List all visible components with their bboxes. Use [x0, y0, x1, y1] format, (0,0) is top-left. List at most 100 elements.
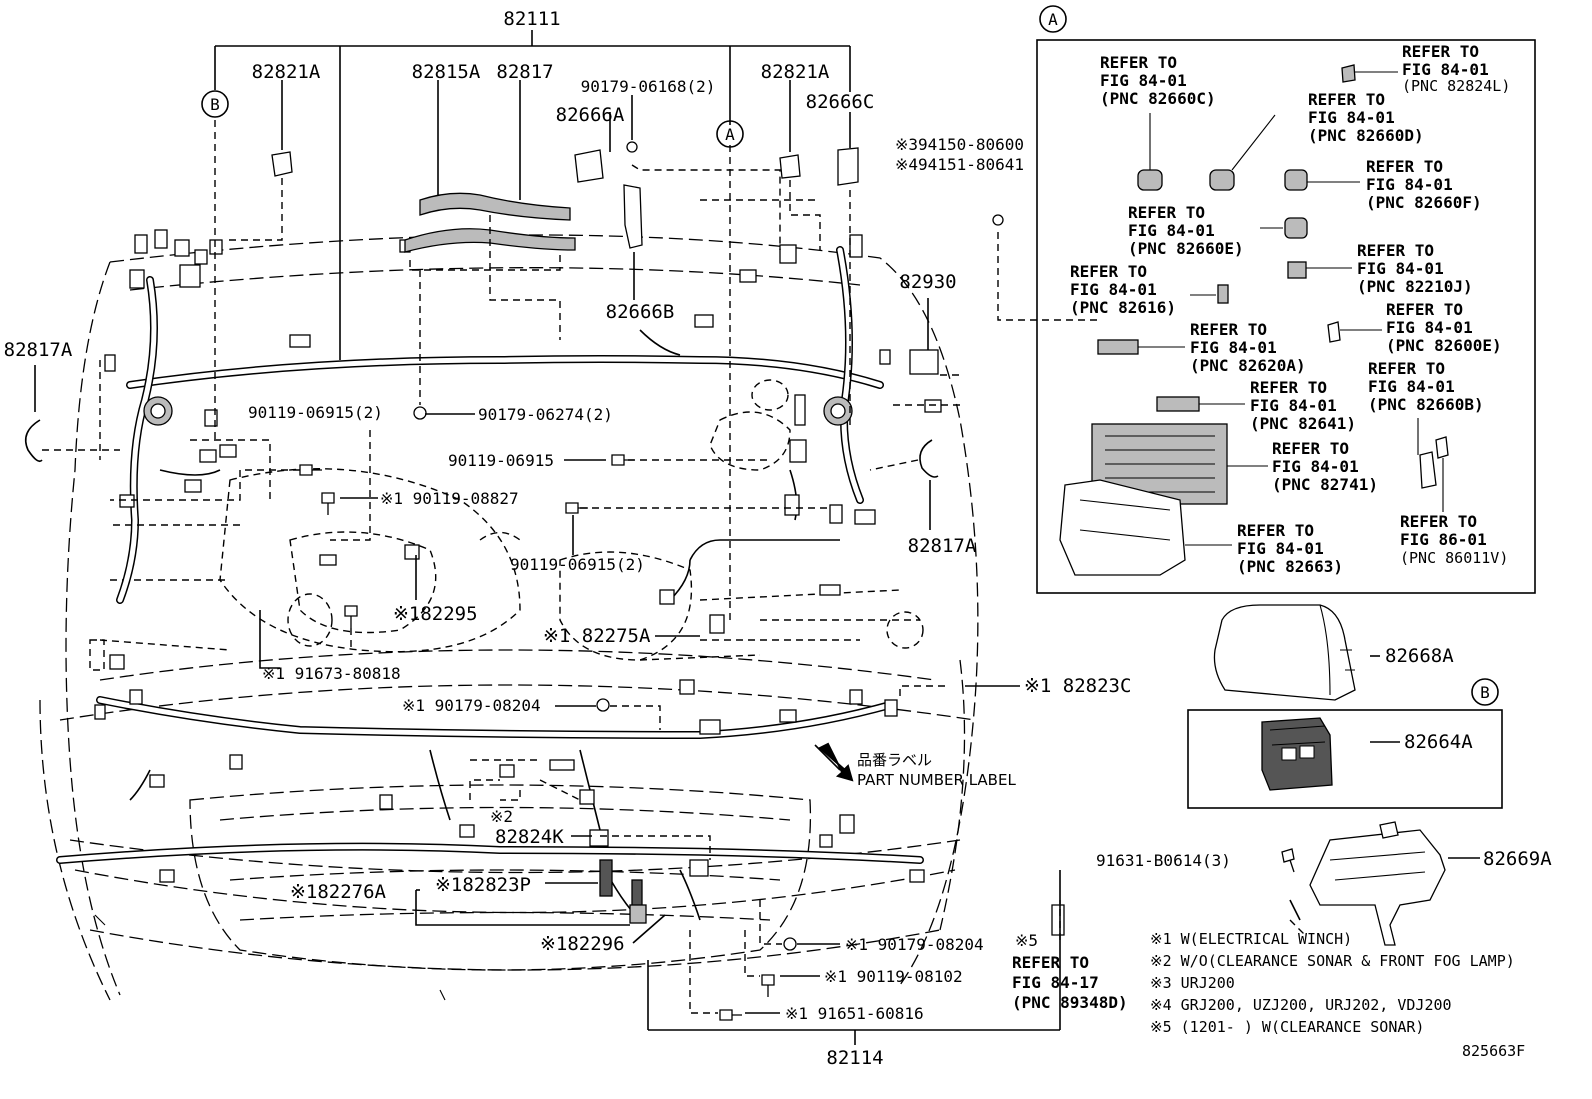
part-91651-60816: ※1 91651-60816 [785, 1004, 924, 1023]
ref-82660E-l1: REFER TO [1128, 203, 1205, 222]
part-82664A: 82664A [1404, 731, 1473, 753]
note-5: ※5 (1201- ) W(CLEARANCE SONAR) [1150, 1018, 1424, 1036]
ref-82824L-l1: REFER TO [1402, 42, 1479, 61]
ref-82741-l3: (PNC 82741) [1272, 475, 1378, 494]
ref-82641-l1: REFER TO [1250, 378, 1327, 397]
detail-b-title: B [1480, 683, 1490, 702]
dashed-leaders [42, 120, 1306, 1014]
ref-82660B-l1: REFER TO [1368, 359, 1445, 378]
detail-a-panel: REFER TO FIG 84-01 (PNC 82660C) REFER TO… [1036, 39, 1536, 594]
ref-86011V-l3: (PNC 86011V) [1400, 549, 1508, 567]
ref-fig84-17-line1: REFER TO [1012, 953, 1089, 972]
note-1: ※1 W(ELECTRICAL WINCH) [1150, 930, 1352, 948]
part-number-label-arrow [818, 742, 854, 782]
part-90119-08102: ※1 90119-08102 [824, 967, 963, 986]
detail-a-ref-labels: REFER TO FIG 84-01 (PNC 82660C) REFER TO… [1070, 42, 1510, 576]
ref-82741-l1: REFER TO [1272, 439, 1349, 458]
part-82666A: 82666A [556, 104, 625, 126]
part-90179-06168: 90179-06168(2) [581, 77, 716, 96]
part-82824K: 82824K [495, 826, 564, 848]
part-82668A: 82668A [1385, 645, 1454, 667]
part-82815A: 82815A [412, 61, 481, 83]
part-91673-80818: ※1 91673-80818 [262, 664, 401, 683]
top-part-labels: 82111 82821A 82815A 82817 90179-06168(2)… [4, 8, 1024, 557]
ref-82663-l2: FIG 84-01 [1237, 539, 1324, 558]
figure-id: 825663F [1462, 1042, 1525, 1060]
bracket-82669A: 91631-B0614(3) 82669A [1096, 821, 1552, 946]
part-90119-08827: ※1 90119-08827 [380, 489, 519, 508]
part-90119-06915-2b: 90119-06915(2) [510, 555, 645, 574]
footnotes: ※1 W(ELECTRICAL WINCH) ※2 W/O(CLEARANCE … [1150, 930, 1525, 1060]
note-5-marker: ※5 [1015, 931, 1038, 950]
part-82823C: ※1 82823C [1024, 675, 1131, 697]
ref-fig84-17-line2: FIG 84-17 [1012, 973, 1099, 992]
part-82821A-right: 82821A [761, 61, 830, 83]
part-82817A-left: 82817A [4, 339, 73, 361]
engine-components [89, 379, 924, 671]
detail-a-callout: A [1039, 5, 1067, 33]
callout-b-circle: B [201, 90, 229, 118]
part-82930: 82930 [899, 271, 956, 293]
ref-82660C-l2: FIG 84-01 [1100, 71, 1187, 90]
ref-82741-l2: FIG 84-01 [1272, 457, 1359, 476]
ref-82663-l3: (PNC 82663) [1237, 557, 1343, 576]
ref-82663-l1: REFER TO [1237, 521, 1314, 540]
connectors [94, 229, 925, 924]
part-82666B: 82666B [606, 301, 675, 323]
bottom-part-labels: 82824K ※182823P ※182276A ※182296 ※1 9017… [290, 826, 1128, 1069]
part-82111: 82111 [503, 8, 560, 30]
ref-82660D-l3: (PNC 82660D) [1308, 126, 1424, 145]
middle-part-labels: 90119-06915(2) 90179-06274(2) 90119-0691… [248, 403, 1131, 826]
part-82823P: ※182823P [435, 874, 531, 896]
ref-82660D-l1: REFER TO [1308, 90, 1385, 109]
note-2-marker: ※2 [490, 807, 513, 826]
part-82817A-right: 82817A [908, 535, 977, 557]
part-82275A: ※1 82275A [543, 625, 651, 647]
main-wire-harness [56, 246, 924, 921]
clip-82817A-shapes [24, 419, 939, 478]
ref-82600E-l3: (PNC 82600E) [1386, 336, 1502, 355]
ref-82641-l3: (PNC 82641) [1250, 414, 1356, 433]
ref-82641-l2: FIG 84-01 [1250, 396, 1337, 415]
part-82114: 82114 [826, 1047, 883, 1069]
ref-82620A-l2: FIG 84-01 [1190, 338, 1277, 357]
ref-82210J-l2: FIG 84-01 [1357, 259, 1444, 278]
ref-82660C-l3: (PNC 82660C) [1100, 89, 1216, 108]
note-3: ※3 URJ200 [1150, 974, 1235, 992]
ref-82210J-l1: REFER TO [1357, 241, 1434, 260]
part-94151-80641: ※494151-80641 [895, 155, 1024, 174]
ref-82600E-l1: REFER TO [1386, 300, 1463, 319]
ref-82660E-l2: FIG 84-01 [1128, 221, 1215, 240]
callout-b-label: B [210, 95, 220, 114]
part-90179-08204-b: ※1 90179-08204 [845, 935, 984, 954]
ref-82824L-l3: (PNC 82824L) [1402, 77, 1510, 95]
ref-82616-l3: (PNC 82616) [1070, 298, 1176, 317]
part-94150-80600: ※394150-80600 [895, 135, 1024, 154]
part-82817: 82817 [496, 61, 553, 83]
part-91631-B0614: 91631-B0614(3) [1096, 851, 1231, 870]
detail-b-callout: B [1471, 678, 1499, 706]
detail-b-panel: 82664A [1187, 709, 1503, 809]
ref-86011V-l1: REFER TO [1400, 512, 1477, 531]
part-number-label-en: PART NUMBER LABEL [857, 771, 1016, 789]
ref-82660D-l2: FIG 84-01 [1308, 108, 1395, 127]
part-82295: ※182295 [393, 603, 478, 625]
part-90119-06915: 90119-06915 [448, 451, 554, 470]
detail-a-title: A [1048, 10, 1058, 29]
ref-82660B-l2: FIG 84-01 [1368, 377, 1455, 396]
ref-82600E-l2: FIG 84-01 [1386, 318, 1473, 337]
ref-82660F-l3: (PNC 82660F) [1366, 193, 1482, 212]
ref-82660B-l3: (PNC 82660B) [1368, 395, 1484, 414]
bolts [299, 454, 1065, 1021]
callout-a-circle: A [716, 120, 744, 148]
callout-a-label: A [725, 125, 735, 144]
part-82296: ※182296 [540, 933, 625, 955]
part-82669A: 82669A [1483, 848, 1552, 870]
grommets [143, 396, 853, 426]
part-90179-06274: 90179-06274(2) [478, 405, 613, 424]
ref-82660F-l2: FIG 84-01 [1366, 175, 1453, 194]
ref-82660F-l1: REFER TO [1366, 157, 1443, 176]
ref-82660E-l3: (PNC 82660E) [1128, 239, 1244, 258]
ref-86011V-l2: FIG 86-01 [1400, 530, 1487, 549]
